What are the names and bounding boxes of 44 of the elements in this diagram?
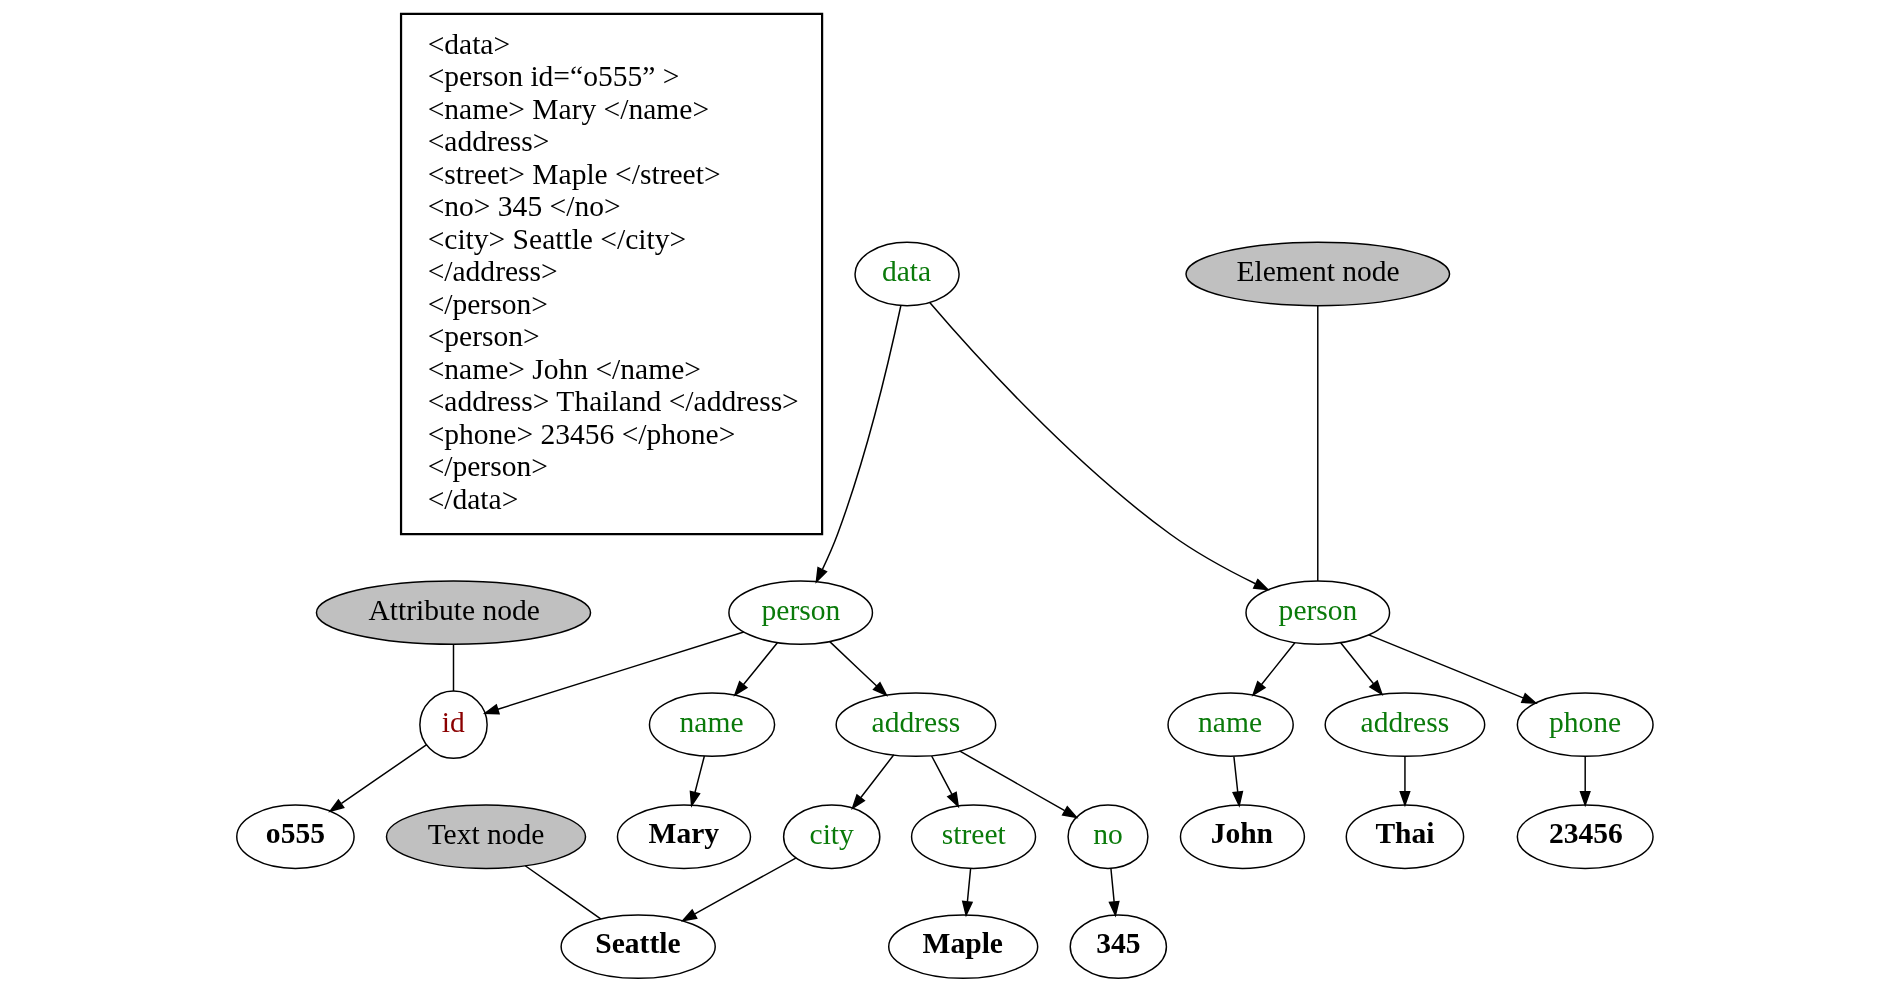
connector	[452, 643, 455, 692]
node-ellipse: address	[1324, 692, 1486, 758]
arrow	[1232, 755, 1244, 808]
node-ellipse: data	[854, 241, 960, 307]
arrow	[851, 754, 895, 811]
node-ellipse: person	[728, 580, 874, 646]
arrow	[680, 857, 797, 922]
arrow	[689, 755, 706, 808]
node-box: <data> <person id=“o555” > <name> Mary </name> <address> <street> Maple </street> <no> 345 </no> <city> Seattle </city> </address> </person> <person> <name> John </name> <address> Thailand </address> <phone> 23456 </phone> </person> </data>	[399, 12, 824, 536]
node-ellipse: street	[910, 804, 1037, 870]
arrow	[961, 867, 974, 918]
arrow	[1108, 867, 1120, 918]
arrow	[1399, 755, 1411, 808]
arrow	[815, 304, 902, 584]
connector	[1317, 305, 1319, 582]
arrow	[928, 301, 1270, 591]
arrow	[829, 640, 889, 697]
arrow	[482, 631, 745, 715]
node-ellipse: John	[1179, 804, 1306, 870]
arrow	[930, 755, 960, 809]
node-ellipse: Text node	[385, 804, 587, 870]
node-ellipse: Maple	[888, 914, 1039, 980]
node-ellipse: no	[1067, 804, 1149, 870]
node-ellipse: Seattle	[560, 914, 716, 980]
node-ellipse: address	[835, 692, 997, 758]
node-ellipse: 345	[1069, 914, 1168, 980]
arrow	[1339, 642, 1384, 697]
arrow	[1367, 634, 1538, 704]
node-ellipse: Thai	[1345, 804, 1465, 870]
arrow	[1251, 642, 1296, 697]
node-ellipse: city	[782, 804, 881, 870]
node-ellipse: Mary	[616, 804, 752, 870]
arrow	[1579, 755, 1591, 808]
arrow	[328, 743, 428, 813]
node-circle: id	[419, 690, 488, 760]
node-ellipse: 23456	[1516, 804, 1654, 870]
node-ellipse: name	[1167, 692, 1294, 758]
node-ellipse: Element node	[1185, 241, 1451, 307]
connector	[524, 865, 602, 920]
node-ellipse: name	[648, 692, 776, 758]
arrow	[733, 642, 779, 697]
node-ellipse: o555	[236, 804, 355, 870]
arrow	[958, 750, 1079, 819]
node-ellipse: Attribute node	[315, 580, 592, 646]
